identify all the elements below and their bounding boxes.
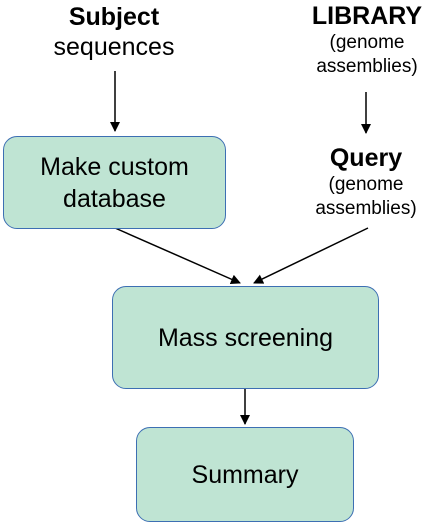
subject-sequences-label: Subject sequences	[54, 2, 175, 62]
arrow-make-db-to-mass-screening	[114, 227, 241, 284]
make-custom-database-box: Make custom database	[3, 136, 226, 229]
subject-title: Subject	[68, 3, 160, 31]
arrow-query-to-mass-screening	[253, 227, 369, 284]
library-label: LIBRARY (genome assemblies)	[312, 1, 422, 79]
subject-subtitle: sequences	[53, 33, 175, 61]
library-note-line2: assemblies)	[316, 56, 418, 77]
make-db-line1: Make custom	[40, 152, 189, 181]
query-note-line2: assemblies)	[315, 198, 417, 219]
library-title: LIBRARY	[311, 2, 423, 30]
summary-box: Summary	[136, 427, 354, 522]
make-db-line2: database	[63, 184, 166, 213]
mass-screening-box: Mass screening	[112, 286, 379, 389]
query-label: Query (genome assemblies)	[315, 143, 416, 221]
library-note-line1: (genome	[329, 32, 405, 53]
summary-label: Summary	[191, 460, 299, 489]
query-title: Query	[329, 144, 403, 172]
query-note-line1: (genome	[328, 174, 404, 195]
mass-screening-label: Mass screening	[157, 323, 334, 352]
